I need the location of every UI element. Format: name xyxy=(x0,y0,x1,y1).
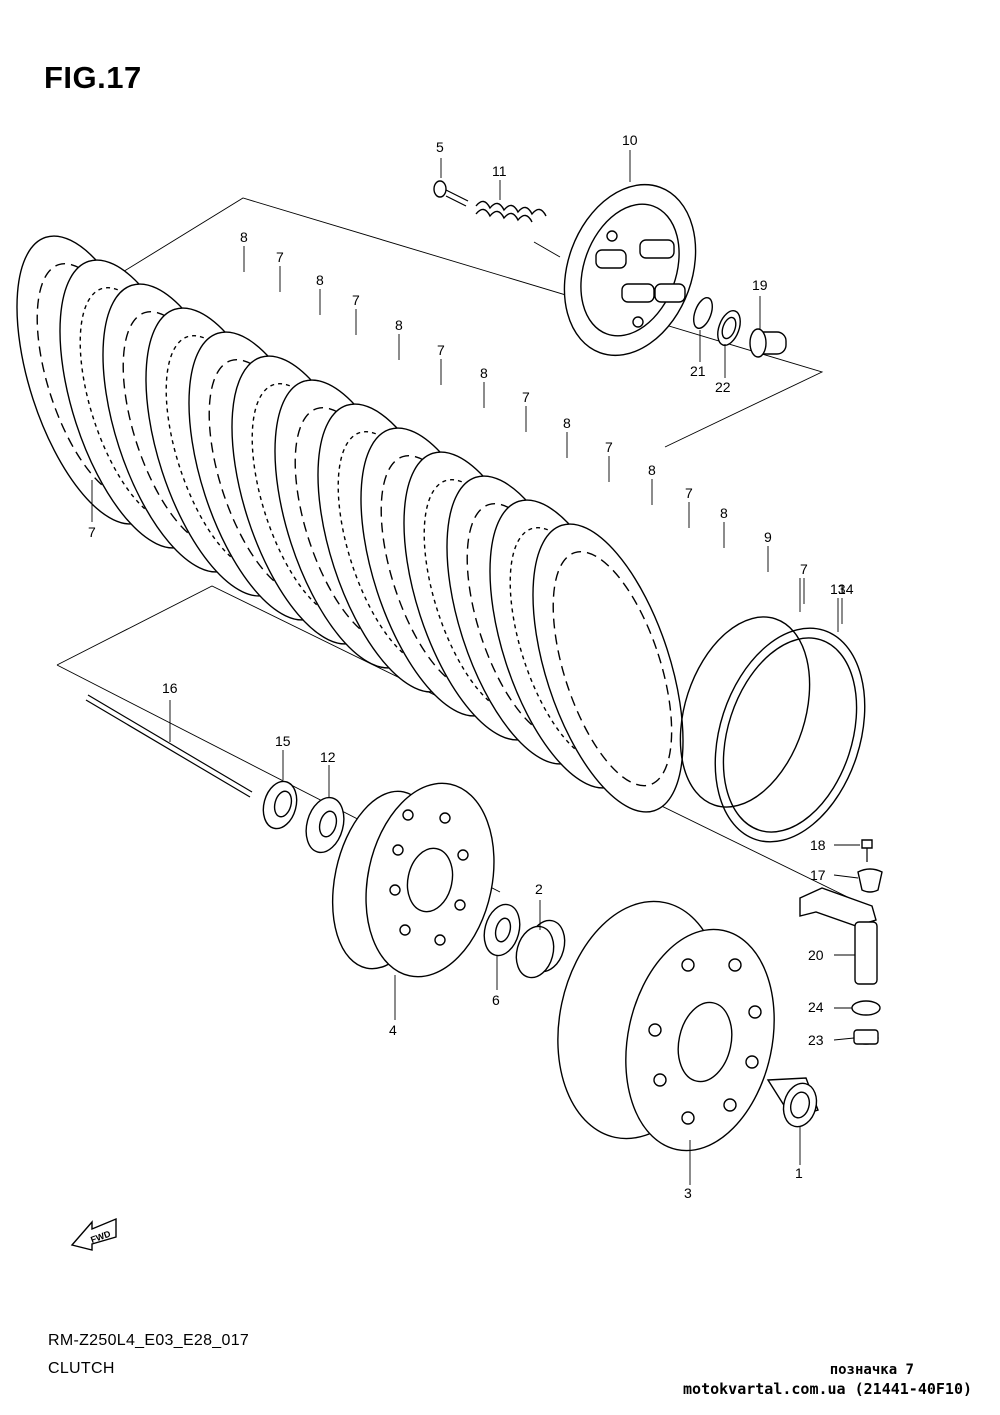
forward-direction-arrow: FWD xyxy=(70,1217,117,1251)
clutch-sleeve-hub xyxy=(331,782,495,978)
plate-callout: 8 xyxy=(648,462,656,478)
thrust-washer-and-needle-bearing xyxy=(483,903,566,979)
plate-callout: 8 xyxy=(480,365,488,381)
primary-driven-gear-housing xyxy=(557,900,775,1152)
plate-callout: 8 xyxy=(563,415,571,431)
callout-4: 4 xyxy=(389,1022,397,1038)
pressure-plate xyxy=(563,183,697,357)
nut-and-lock-washer xyxy=(262,780,345,854)
callout-12: 12 xyxy=(320,749,336,765)
callout-24: 24 xyxy=(808,999,824,1015)
plate-callout: 9 xyxy=(764,529,772,545)
clutch-lifter-parts xyxy=(799,839,883,1045)
figure-name: CLUTCH xyxy=(48,1360,115,1377)
callout-7-left: 7 xyxy=(88,524,96,540)
release-bearing-group xyxy=(693,297,787,358)
figure-title: FIG.17 xyxy=(44,60,142,95)
callout-19: 19 xyxy=(752,277,768,293)
plate-callout: 7 xyxy=(437,342,445,358)
callout-23: 23 xyxy=(808,1032,824,1048)
spacer xyxy=(766,1077,819,1128)
figure-code: RM-Z250L4_E03_E28_017 xyxy=(48,1332,250,1349)
callout-10: 10 xyxy=(622,132,638,148)
plate-callout: 7 xyxy=(800,561,808,577)
callout-3: 3 xyxy=(684,1185,692,1201)
callout-16: 16 xyxy=(162,680,178,696)
bolt-and-spring xyxy=(433,180,561,258)
callout-labels: 5 11 10 19 21 22 7 16 15 12 2 6 4 3 1 18… xyxy=(88,132,826,1201)
plate-callout: 7 xyxy=(276,249,284,265)
callout-6: 6 xyxy=(492,992,500,1008)
plate-callout: 8 xyxy=(240,229,248,245)
friction-plate xyxy=(532,523,684,813)
callout-1: 1 xyxy=(795,1165,803,1181)
callout-18: 18 xyxy=(810,837,826,853)
callout-2: 2 xyxy=(535,881,543,897)
plate-callout: 8 xyxy=(316,272,324,288)
callout-5: 5 xyxy=(436,139,444,155)
callout-22: 22 xyxy=(715,379,731,395)
leader-lines xyxy=(91,150,860,1185)
housing-ring xyxy=(679,616,866,843)
callout-20: 20 xyxy=(808,947,824,963)
plate-teeth xyxy=(552,550,673,787)
plate-callout: 7 xyxy=(352,292,360,308)
plate-callout: 13 xyxy=(830,581,846,597)
plate-callout: 8 xyxy=(720,505,728,521)
callout-21: 21 xyxy=(690,363,706,379)
callout-11: 11 xyxy=(492,163,507,179)
watermark-note: позначка 7 xyxy=(829,1362,914,1378)
watermark-site: motokvartal.com.ua (21441-40F10) xyxy=(683,1380,972,1398)
callout-15: 15 xyxy=(275,733,291,749)
plate-callout: 7 xyxy=(605,439,613,455)
push-rod xyxy=(85,694,253,798)
plate-callout: 8 xyxy=(395,317,403,333)
callout-17: 17 xyxy=(810,867,826,883)
plate-callout: 7 xyxy=(522,389,530,405)
plate-callout: 7 xyxy=(685,485,693,501)
plate-callout: 14 xyxy=(838,581,854,597)
